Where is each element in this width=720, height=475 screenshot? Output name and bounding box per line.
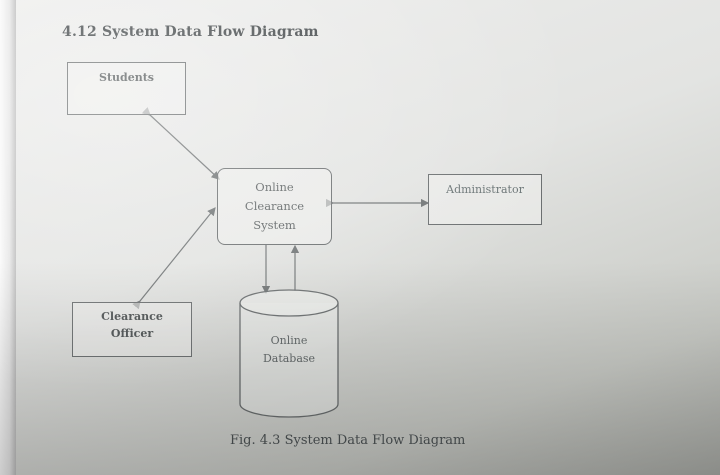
process-line-2: Clearance — [244, 198, 305, 213]
figure-caption: Fig. 4.3 System Data Flow Diagram — [230, 433, 466, 448]
entity-administrator-label: Administrator — [446, 183, 524, 196]
flow-students-system — [141, 107, 220, 180]
page-binding-edge — [0, 0, 16, 475]
process-line-3: System — [253, 217, 296, 232]
database-cylinder — [239, 289, 339, 418]
entity-officer-line-1: Clearance — [101, 310, 163, 323]
entity-clearance-officer: Clearance Officer — [72, 302, 192, 357]
section-title: 4.12 System Data Flow Diagram — [62, 24, 319, 40]
entity-officer-line-2: Officer — [110, 326, 154, 340]
datastore-line-1: Online — [270, 334, 308, 347]
datastore-line-2: Database — [262, 352, 316, 366]
entity-administrator: Administrator — [428, 174, 542, 225]
process-line-1: Online — [255, 180, 294, 194]
process-online-clearance-system: Online Clearance System — [217, 168, 332, 245]
flow-officer-system — [132, 207, 216, 310]
entity-students-label: Students — [99, 71, 154, 84]
datastore-label: Online Database — [240, 332, 338, 368]
entity-students: Students — [67, 62, 186, 115]
